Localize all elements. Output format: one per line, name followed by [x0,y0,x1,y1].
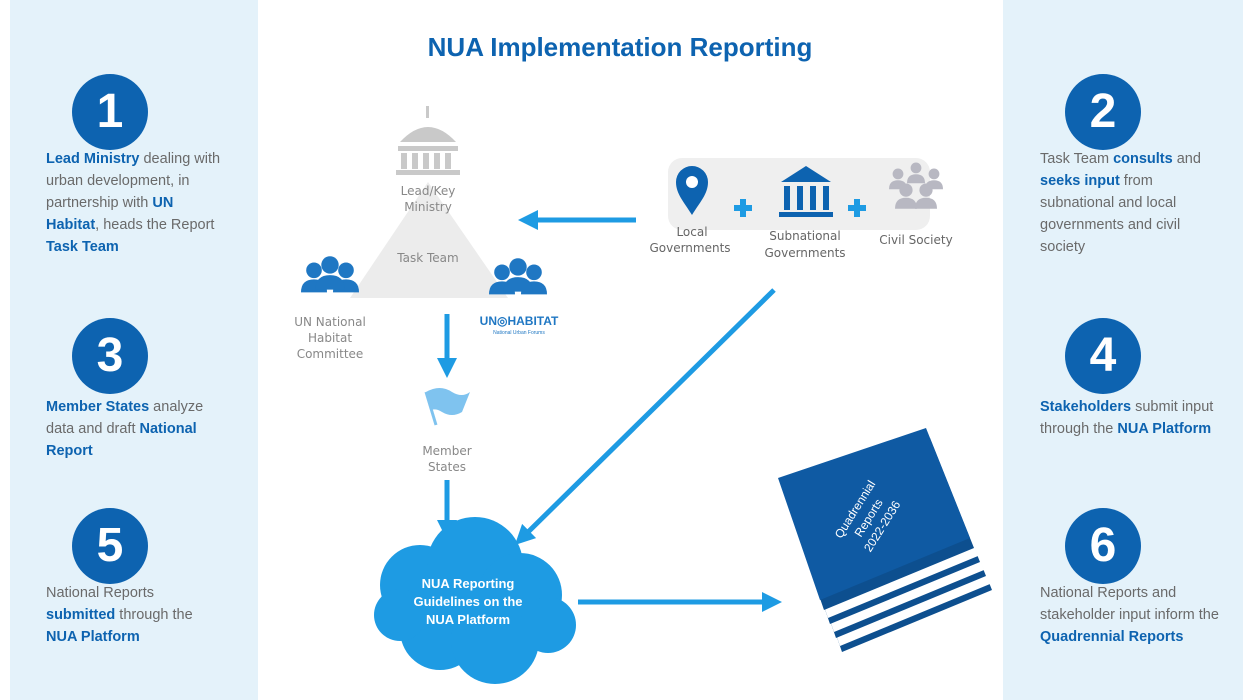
emphasis-text: NUA Platform [46,629,140,645]
cloud-label-line2: Guidelines on the [413,594,522,609]
plus-icon [734,199,752,217]
description-text: through the [115,607,193,623]
member-states-label-line1: Member [422,444,471,458]
location-pin-icon [676,166,708,215]
emphasis-text: Task Team [46,239,119,255]
description-text: and [1172,151,1201,167]
committee-people-icon [301,256,359,293]
lead-ministry-label-line2: Ministry [404,200,452,214]
step-3-description: Member States analyze data and draft Nat… [46,396,226,462]
page-title: NUA Implementation Reporting [427,32,813,62]
step-number: 3 [72,318,148,394]
step-number: 2 [1065,74,1141,150]
step-3-badge: 3 [72,318,148,394]
step-1-badge: 1 [72,74,148,150]
step-6-description: National Reports and stakeholder input i… [1040,582,1220,648]
subnational-gov-label-line1: Subnational [769,229,840,243]
task-team-triangle [350,182,508,298]
step-number: 5 [72,508,148,584]
emphasis-text: National Report [46,421,197,459]
step-number: 1 [72,74,148,150]
subnational-gov-label-line2: Governments [764,246,845,260]
step-2-badge: 2 [1065,74,1141,150]
step-number: 4 [1065,318,1141,394]
emphasis-text: NUA Platform [1117,421,1212,437]
un-committee-label-line1: UN National [294,315,366,329]
description-text: National Reports and stakeholder input i… [1040,585,1219,623]
step-5-description: National Reports submitted through the N… [46,582,226,648]
arrow-stakeholders-to-cloud [514,288,776,546]
emphasis-text: consults [1113,151,1173,167]
member-states-label-line2: States [428,460,466,474]
emphasis-text: submitted [46,607,116,623]
emphasis-text: Quadrennial Reports [1040,629,1184,645]
step-4-badge: 4 [1065,318,1141,394]
nua-platform-cloud [374,517,576,684]
plus-icon [848,199,866,217]
local-gov-label-line2: Governments [649,241,730,255]
un-committee-label-line2: Habitat [308,331,352,345]
step-1-description: Lead Ministry dealing with urban develop… [46,148,226,258]
description-text: Task Team [1040,151,1114,167]
government-building-icon [779,166,833,217]
un-committee-label-line3: Committee [297,347,364,361]
lead-ministry-label-line1: Lead/Key [401,184,456,198]
description-text: submit input through the [1040,399,1214,437]
emphasis-text: Member States [46,399,150,415]
task-team-label: Task Team [396,251,458,265]
step-number: 6 [1065,508,1141,584]
description-text: from subnational and local governments a… [1040,173,1181,255]
description-text: , heads the Report [95,217,215,233]
member-states-flag-icon [424,388,470,426]
emphasis-text: seeks input [1040,173,1120,189]
step-2-description: Task Team consults and seeks input from … [1040,148,1220,258]
cloud-label-line1: NUA Reporting [422,576,515,591]
ministry-building-icon [396,106,460,175]
description-text: dealing with urban development, in partn… [46,151,221,211]
un-habitat-sub: National Urban Forums [493,330,545,336]
step-5-badge: 5 [72,508,148,584]
civil-society-label: Civil Society [879,233,952,247]
cloud-label-line3: NUA Platform [426,612,510,627]
emphasis-text: Lead Ministry [46,151,140,167]
description-text: analyze data and draft [46,399,204,437]
emphasis-text: UN Habitat [46,195,174,233]
un-habitat-people-icon [489,258,547,295]
local-gov-label-line1: Local [676,225,707,239]
step-6-badge: 6 [1065,508,1141,584]
quadrennial-reports-books-icon [778,428,992,652]
step-4-description: Stakeholders submit input through the NU… [1040,396,1220,440]
emphasis-text: Stakeholders [1040,399,1132,415]
un-habitat-logo: UN◎HABITAT [480,314,559,328]
description-text: National Reports [46,585,154,601]
